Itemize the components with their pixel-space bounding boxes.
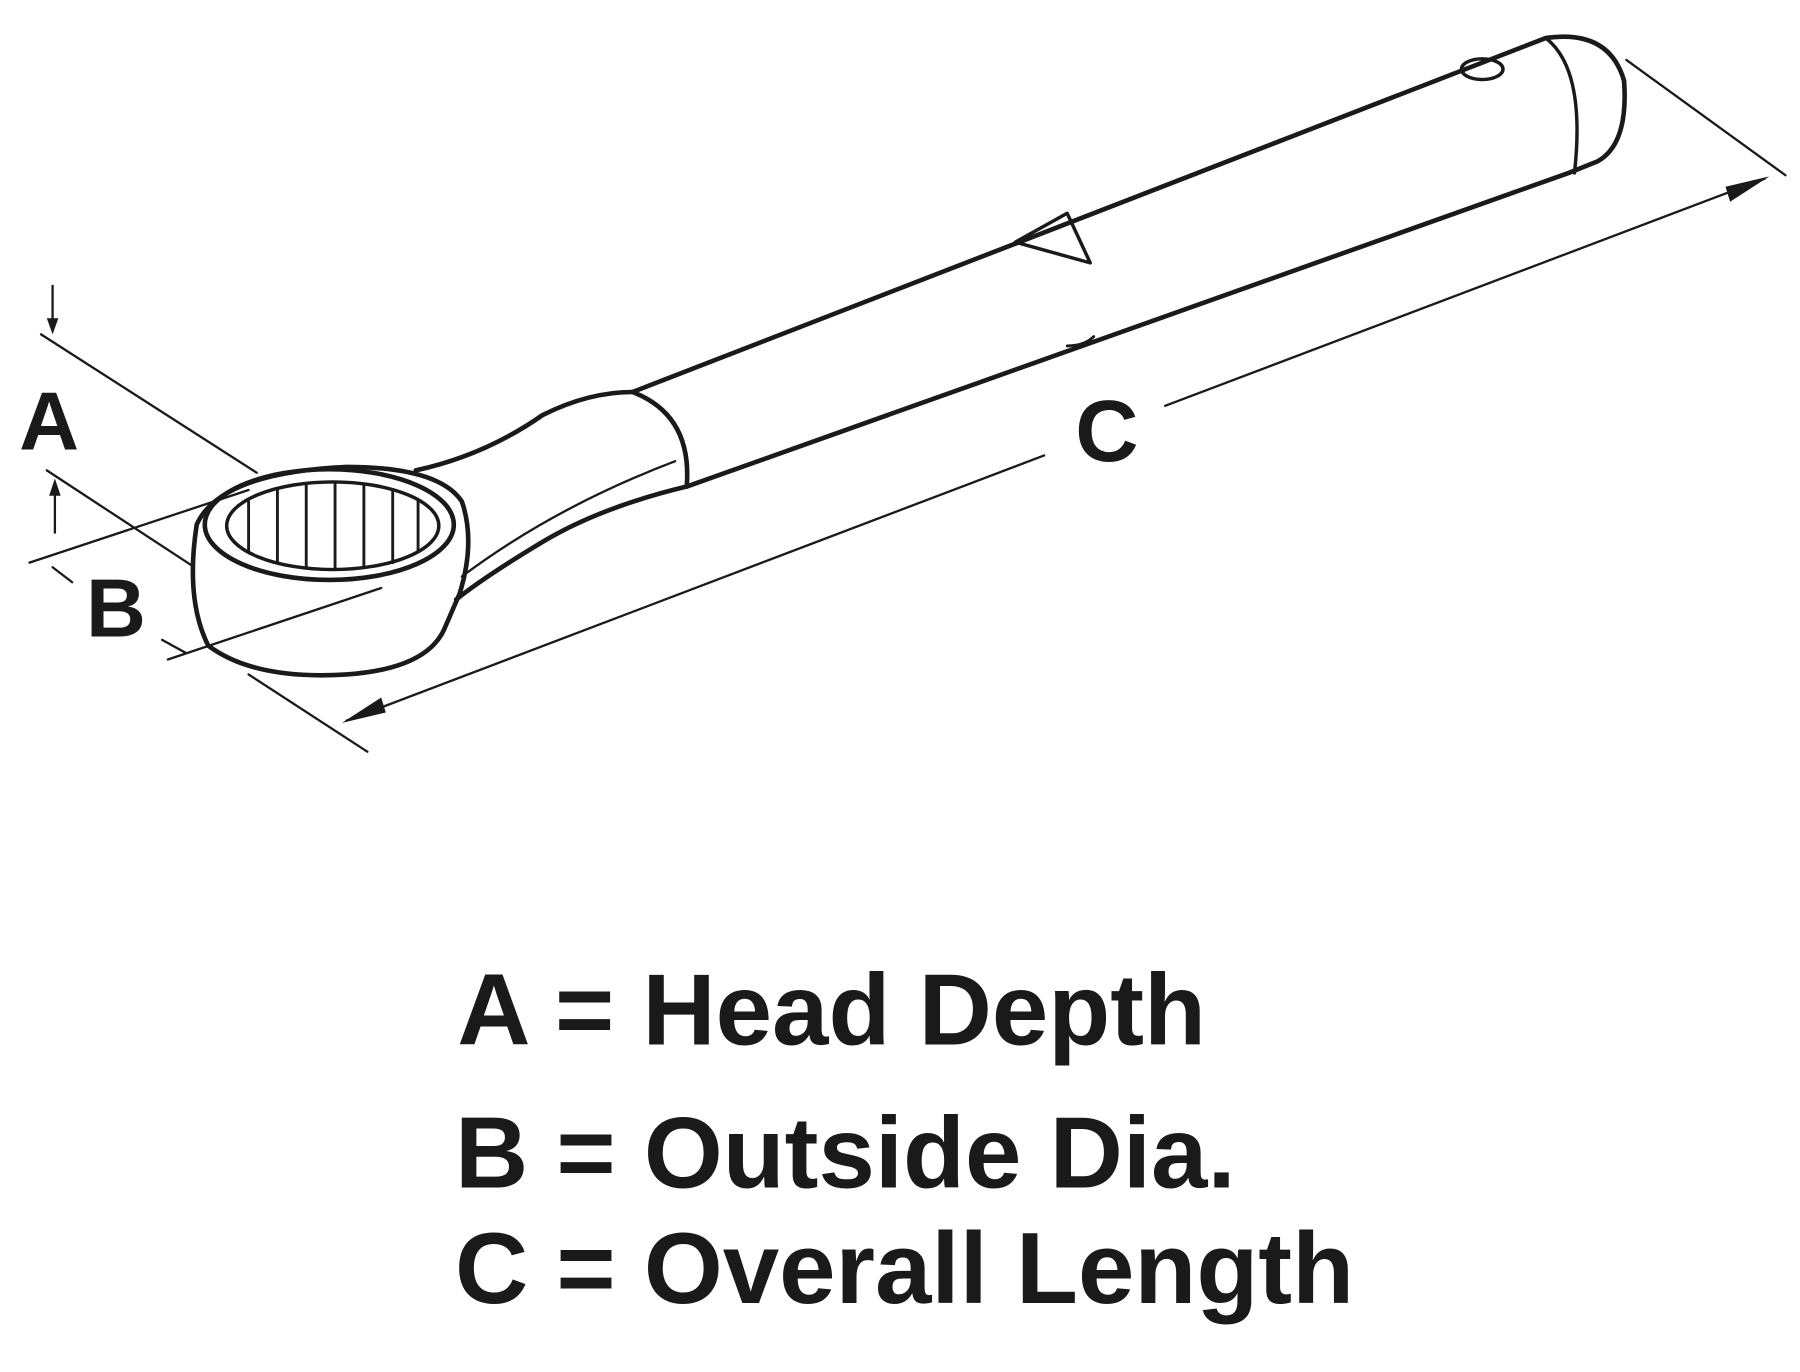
wrench-illustration — [190, 34, 1627, 678]
box-teeth — [247, 480, 420, 571]
legend-outside-dia: B = Outside Dia. — [455, 1097, 1236, 1210]
twelve-point-box — [224, 480, 441, 572]
legend-head-depth: A = Head Depth — [457, 954, 1206, 1067]
neck-top — [413, 389, 635, 473]
handle-notch-lower — [1065, 335, 1096, 348]
handle-end-cap — [1543, 36, 1579, 175]
arrowhead-right — [1725, 176, 1770, 202]
neck-bottom — [453, 484, 690, 602]
handle-notch — [1013, 211, 1092, 265]
legend-overall-length: C = Overall Length — [455, 1212, 1354, 1325]
dimension-lines — [28, 58, 1787, 753]
grip-band — [630, 389, 690, 489]
label-c: C — [1075, 382, 1138, 480]
label-a: A — [19, 375, 79, 468]
handle-outline — [630, 34, 1627, 489]
neck-shading — [460, 460, 677, 578]
head-ring — [202, 466, 457, 583]
legend: A = Head Depth B = Outside Dia. C = Over… — [455, 954, 1354, 1325]
arrowhead-left — [341, 697, 386, 723]
handle-pin — [1459, 57, 1505, 82]
label-b: B — [86, 561, 146, 654]
